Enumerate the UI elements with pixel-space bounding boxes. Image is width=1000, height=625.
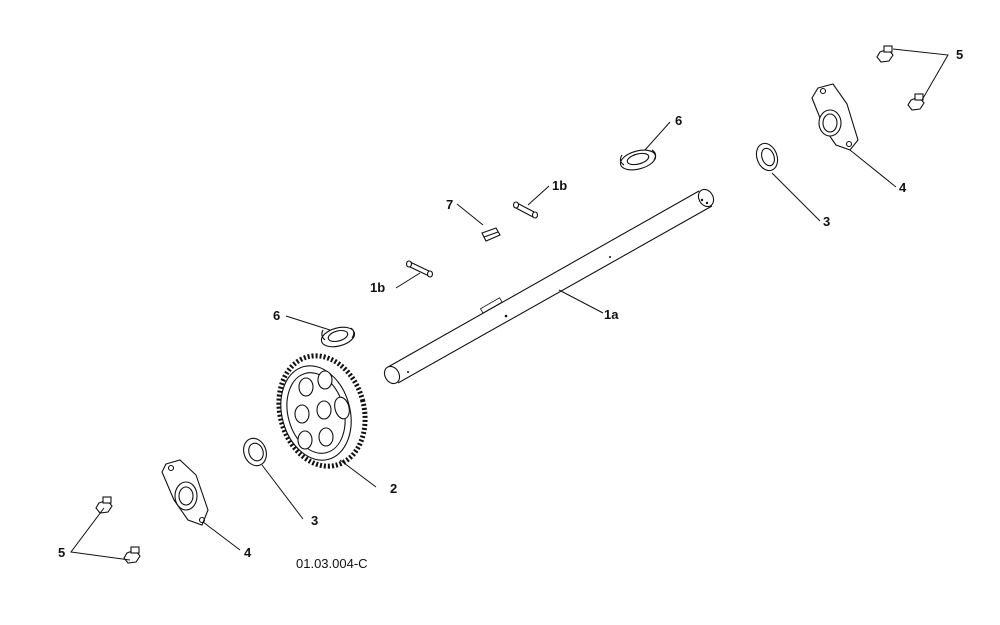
- callout-key: 7: [446, 197, 453, 212]
- callout-gear: 2: [390, 481, 397, 496]
- washer-right-part: [755, 142, 779, 172]
- clip-lower-part: [320, 326, 356, 348]
- callout-clip-lower: 6: [273, 308, 280, 323]
- key-part: [481, 227, 501, 242]
- shaft-part: [383, 188, 715, 385]
- callout-clip-upper: 6: [675, 113, 682, 128]
- callout-shaft: 1a: [604, 307, 619, 322]
- callout-pin-upper: 1b: [552, 178, 567, 193]
- callout-bearing-flange-right: 4: [899, 180, 907, 195]
- callout-bolts-right: 5: [956, 47, 963, 62]
- gear-part: [276, 353, 368, 469]
- bolts-left-part: [95, 496, 141, 564]
- clip-upper-part: [619, 149, 657, 171]
- leader-lines: [70, 48, 949, 561]
- callout-washer-right: 3: [823, 214, 830, 229]
- callout-washer-left: 3: [311, 513, 318, 528]
- callout-pin-lower: 1b: [370, 280, 385, 295]
- pin-upper-part: [512, 201, 539, 219]
- bearing-flange-left-part: [161, 459, 209, 526]
- washer-left-part: [243, 437, 267, 467]
- callout-bearing-flange-left: 4: [244, 545, 252, 560]
- pin-lower-part: [405, 260, 434, 278]
- drawing-code: 01.03.004-C: [296, 556, 368, 571]
- bearing-flange-right-part: [811, 83, 859, 151]
- bolts-right-part: [876, 45, 925, 111]
- callout-bolts-left: 5: [58, 545, 65, 560]
